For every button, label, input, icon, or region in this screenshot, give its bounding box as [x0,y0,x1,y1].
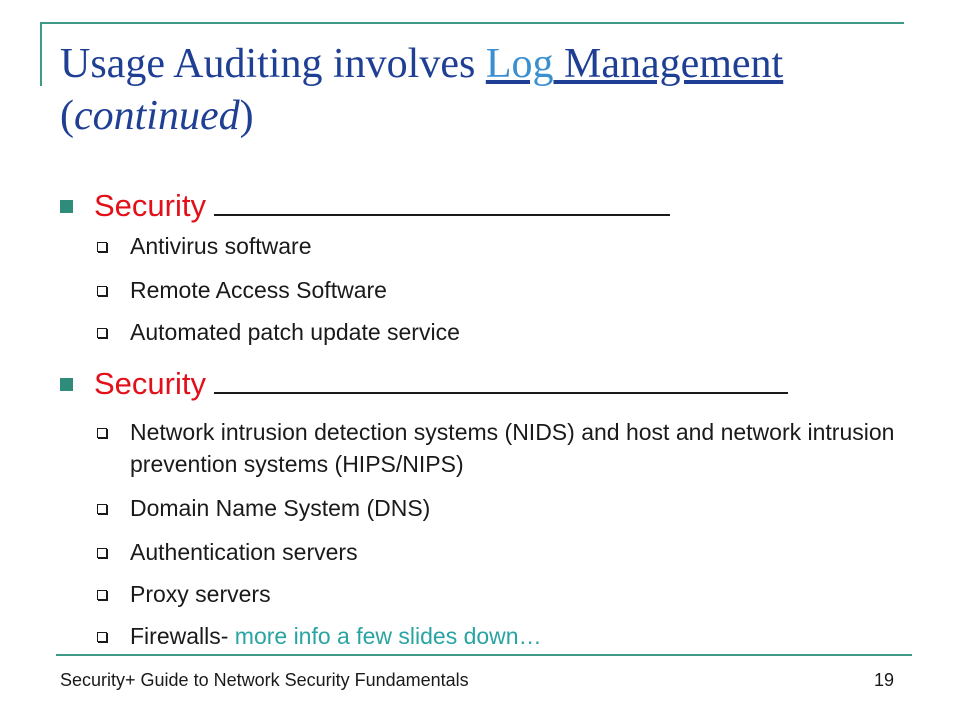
more-info-link[interactable]: more info a few slides down… [228,623,542,649]
list-item: Authentication servers [97,536,910,568]
title-frame-left-rule [40,22,42,86]
list-item: Network intrusion detection systems (NID… [97,416,910,480]
list-item-text: Remote Access Software [130,277,387,303]
list-item: Remote Access Software [97,274,910,306]
title-link[interactable]: Log Management [486,41,783,87]
checkbox-bullet-icon [97,590,107,600]
list-item: Antivirus software [97,230,910,262]
title-link-management[interactable]: Management [553,41,784,87]
list-item: Firewalls- more info a few slides down… [97,620,910,652]
fill-in-blank [213,186,670,216]
list-item-text: Authentication servers [130,539,358,565]
square-bullet-icon [60,378,73,391]
section-heading-2: Security [60,364,788,402]
checkbox-bullet-icon [97,548,107,558]
title-frame-top-rule [40,22,904,24]
title-paren-open: ( [60,93,74,139]
square-bullet-icon [60,200,73,213]
checkbox-bullet-icon [97,632,107,642]
list-item-text: Proxy servers [130,581,271,607]
section-heading-label: Security [94,188,206,223]
footer-rule [56,654,912,656]
title-text: Usage Auditing involves [60,41,486,87]
checkbox-bullet-icon [97,428,107,438]
checkbox-bullet-icon [97,328,107,338]
list-item-text: Domain Name System (DNS) [130,495,431,521]
checkbox-bullet-icon [97,242,107,252]
title-paren-close: ) [239,93,254,139]
slide-title: Usage Auditing involves Log Management (… [60,38,940,142]
fill-in-blank [213,364,788,394]
list-item-text: Automated patch update service [130,319,460,345]
footer-text: Security+ Guide to Network Security Fund… [60,670,469,690]
list-item: Automated patch update service [97,316,910,348]
list-item-text: Firewalls- [130,623,229,649]
checkbox-bullet-icon [97,504,107,514]
section-heading-1: Security [60,186,670,224]
title-continued: continued [74,93,240,139]
list-item-text: Network intrusion detection systems (NID… [130,419,895,477]
title-link-log[interactable]: Log [485,41,554,87]
checkbox-bullet-icon [97,286,107,296]
list-item: Domain Name System (DNS) [97,492,910,524]
section-heading-label: Security [94,366,206,401]
page-number: 19 [873,670,894,690]
list-item-text: Antivirus software [130,233,312,259]
list-item: Proxy servers [97,578,910,610]
